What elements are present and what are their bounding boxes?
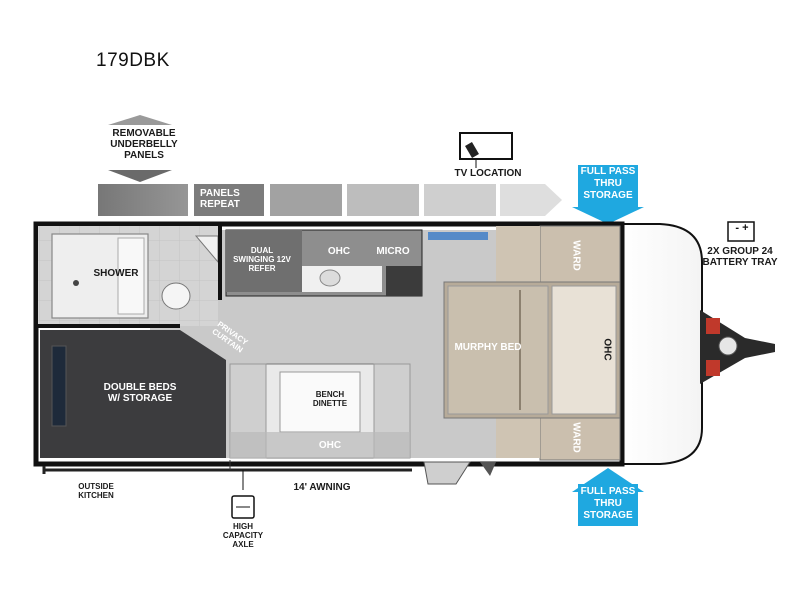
panels-repeat-label: PANELS REPEAT bbox=[200, 188, 240, 210]
underbelly-panels-strip bbox=[98, 184, 562, 216]
murphy-bed-label: MURPHY BED bbox=[454, 342, 522, 353]
axle-icon bbox=[231, 495, 255, 519]
double-beds-label: DOUBLE BEDS W/ STORAGE bbox=[103, 382, 177, 404]
battery-terminals: - + bbox=[735, 222, 749, 234]
full-pass-arrow-top bbox=[572, 165, 644, 224]
ohc-kitchen-label: OHC bbox=[327, 246, 351, 257]
full-pass-arrow-bottom bbox=[572, 468, 644, 526]
outside-kitchen-label: OUTSIDE KITCHEN bbox=[78, 482, 114, 500]
ward-top-label: WARD bbox=[570, 240, 582, 271]
battery-tray-label: 2X GROUP 24 BATTERY TRAY bbox=[702, 246, 778, 268]
battery-icon bbox=[727, 221, 755, 242]
model-title: 179DBK bbox=[96, 50, 170, 71]
ward-bottom-label: WARD bbox=[570, 422, 582, 453]
full-pass-storage-top-label: FULL PASS THRU STORAGE bbox=[580, 166, 636, 201]
ohc-dinette-label: OHC bbox=[318, 440, 342, 451]
tv-location-label: TV LOCATION bbox=[454, 168, 522, 179]
awning-label: 14' AWNING bbox=[293, 482, 351, 493]
ohc-front-label: OHC bbox=[601, 338, 613, 361]
high-capacity-axle-label: HIGH CAPACITY AXLE bbox=[222, 522, 264, 549]
full-pass-storage-bottom-label: FULL PASS THRU STORAGE bbox=[580, 486, 636, 521]
tv-icon bbox=[459, 132, 513, 160]
micro-label: MICRO bbox=[376, 246, 410, 257]
removable-panels-arrow bbox=[108, 115, 172, 182]
refer-label: DUAL SWINGING 12V REFER bbox=[233, 246, 291, 273]
bench-dinette-label: BENCH DINETTE bbox=[312, 390, 348, 408]
shower-label: SHOWER bbox=[93, 268, 139, 279]
hitch bbox=[700, 310, 775, 384]
removable-panels-label: REMOVABLE UNDERBELLY PANELS bbox=[110, 128, 178, 161]
